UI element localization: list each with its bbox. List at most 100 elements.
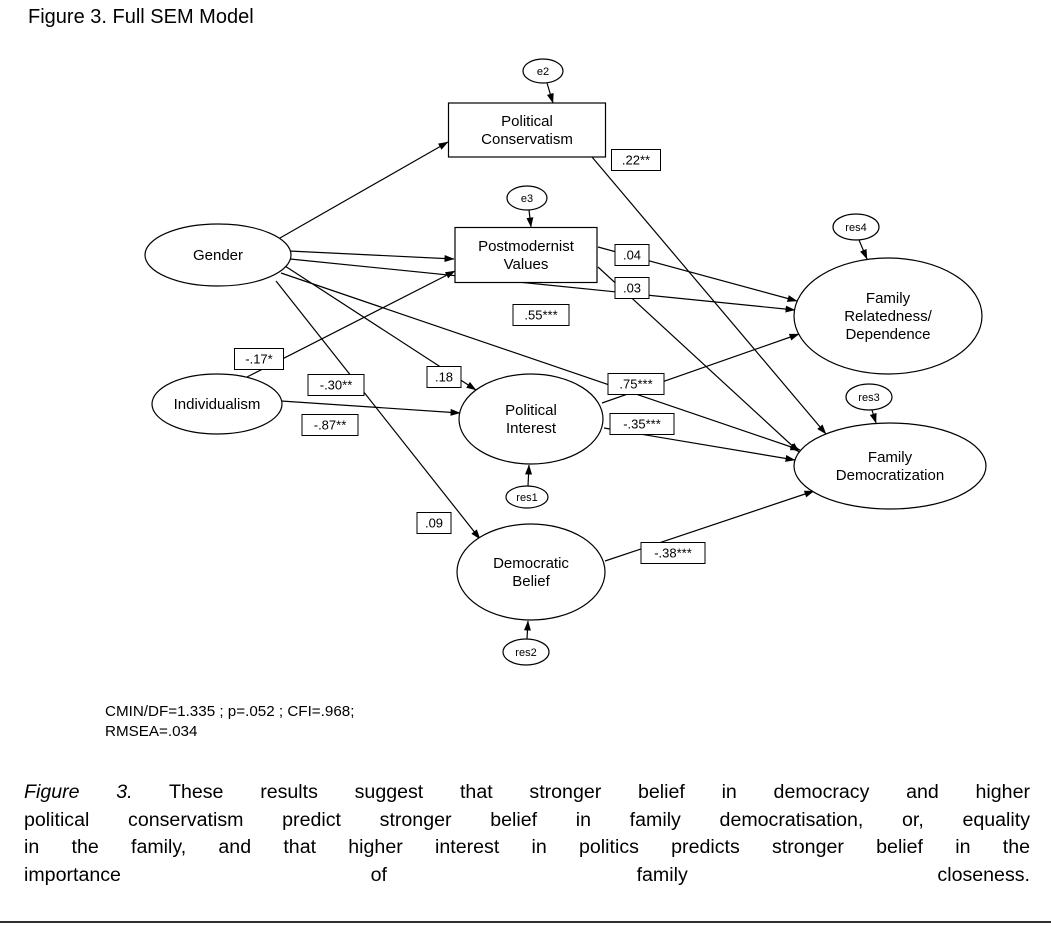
error-term-res3: res3 [845, 383, 893, 411]
coefficient-value: .55*** [524, 308, 557, 323]
coefficient-35: -.35*** [609, 413, 675, 435]
coefficient-value: .75*** [619, 377, 652, 392]
coefficient-38: -.38*** [640, 542, 706, 564]
coefficient-box [307, 374, 365, 396]
figure-title: Figure 3. Full SEM Model [28, 6, 254, 28]
coefficient-75: .75*** [607, 373, 665, 395]
coefficient-value: -.87** [314, 418, 347, 433]
path-arrow-democratic-belief-to-family-democratization [604, 490, 815, 562]
coefficient-value: .09 [425, 516, 443, 531]
latent-node-gender: Gender [144, 223, 292, 287]
democratic-belief-shape [456, 523, 606, 621]
postmodernist-values-shape [454, 226, 598, 284]
res1-label: res1 [516, 492, 537, 504]
political-conservatism-shape [447, 102, 607, 158]
coefficient-box [416, 512, 452, 534]
coefficient-18: .18 [426, 366, 462, 388]
coefficient-09: .09 [416, 512, 452, 534]
coefficient-87: -.87** [301, 414, 359, 436]
error-term-res1: res1 [505, 485, 549, 509]
fit-stats-line-1: CMIN/DF=1.335 ; p=.052 ; CFI=.968; [105, 703, 355, 720]
gender-shape [144, 223, 292, 287]
coefficient-value: .22** [622, 153, 650, 168]
individualism-label: Individualism [174, 396, 261, 413]
error-term-e2: e2 [522, 58, 564, 84]
res2-shape [502, 638, 550, 666]
path-arrow-gender-to-political-conservatism [279, 141, 449, 239]
res3-shape [845, 383, 893, 411]
e2-shape [522, 58, 564, 84]
error-arrow-e2 [546, 82, 554, 104]
coefficient-55: .55*** [512, 304, 570, 326]
coefficient-box [611, 149, 661, 171]
coefficient-value: -.17* [245, 352, 272, 367]
coefficient-box [426, 366, 462, 388]
error-term-res2: res2 [502, 638, 550, 666]
fit-statistics: CMIN/DF=1.335 ; p=.052 ; CFI=.968; RMSEA… [105, 702, 354, 742]
error-term-e3: e3 [506, 185, 548, 211]
error-arrow-res2 [523, 620, 531, 640]
coefficient-30: -.30** [307, 374, 365, 396]
latent-node-individualism: Individualism [151, 373, 283, 435]
coefficient-box [640, 542, 706, 564]
political-interest-shape [458, 373, 604, 465]
coefficient-value: -.35*** [623, 417, 661, 432]
individualism-shape [151, 373, 283, 435]
coefficient-box [234, 348, 284, 370]
path-arrow-gender-to-postmodernist-values [288, 250, 455, 263]
coefficient-22: .22** [611, 149, 661, 171]
res3-label: res3 [858, 392, 879, 404]
page-bottom-rule [0, 921, 1051, 923]
error-arrow-res3 [869, 409, 877, 424]
res1-shape [505, 485, 549, 509]
coefficient-value: .18 [435, 370, 453, 385]
coefficient-value: -.38*** [654, 546, 692, 561]
path-arrow-gender-to-family-democratization [280, 272, 801, 451]
error-term-res4: res4 [832, 213, 880, 241]
family-democratization-shape [793, 422, 987, 510]
coefficient-17: -.17* [234, 348, 284, 370]
path-arrow-gender-to-democratic-belief [275, 280, 481, 540]
res2-label: res2 [515, 647, 536, 659]
coefficient-box [607, 373, 665, 395]
caption-line-3: in the family, and that higher interest … [24, 836, 1030, 858]
error-arrow-res1 [525, 464, 533, 487]
figure-caption: Figure 3. These results suggest that str… [24, 779, 1030, 889]
e2-label: e2 [537, 66, 549, 78]
res4-shape [832, 213, 880, 241]
caption-figure-label: Figure 3. [24, 781, 133, 803]
coefficient-value: -.30** [320, 378, 353, 393]
coefficient-box [512, 304, 570, 326]
path-arrow-individualism-to-political-interest [280, 400, 461, 416]
caption-text-1: These results suggest that stronger beli… [132, 781, 1031, 803]
e3-label: e3 [521, 193, 533, 205]
error-arrow-res4 [858, 239, 868, 260]
coefficient-value: .03 [623, 281, 641, 296]
coefficient-03: .03 [614, 277, 650, 299]
coefficient-box [301, 414, 359, 436]
path-arrow-political-conservatism-to-family-democratization [591, 156, 827, 435]
error-arrow-e3 [526, 209, 534, 228]
path-arrow-gender-to-family-relatedness [289, 258, 796, 313]
fit-stats-line-2: RMSEA=.034 [105, 723, 198, 740]
caption-line-4: importance of family closeness. [24, 863, 1030, 886]
caption-line-1: Figure 3. These results suggest that str… [24, 779, 1030, 807]
e3-shape [506, 185, 548, 211]
gender-label: Gender [193, 247, 243, 264]
coefficient-box [614, 277, 650, 299]
res4-label: res4 [845, 222, 866, 234]
coefficient-box [609, 413, 675, 435]
coefficient-04: .04 [614, 244, 650, 266]
